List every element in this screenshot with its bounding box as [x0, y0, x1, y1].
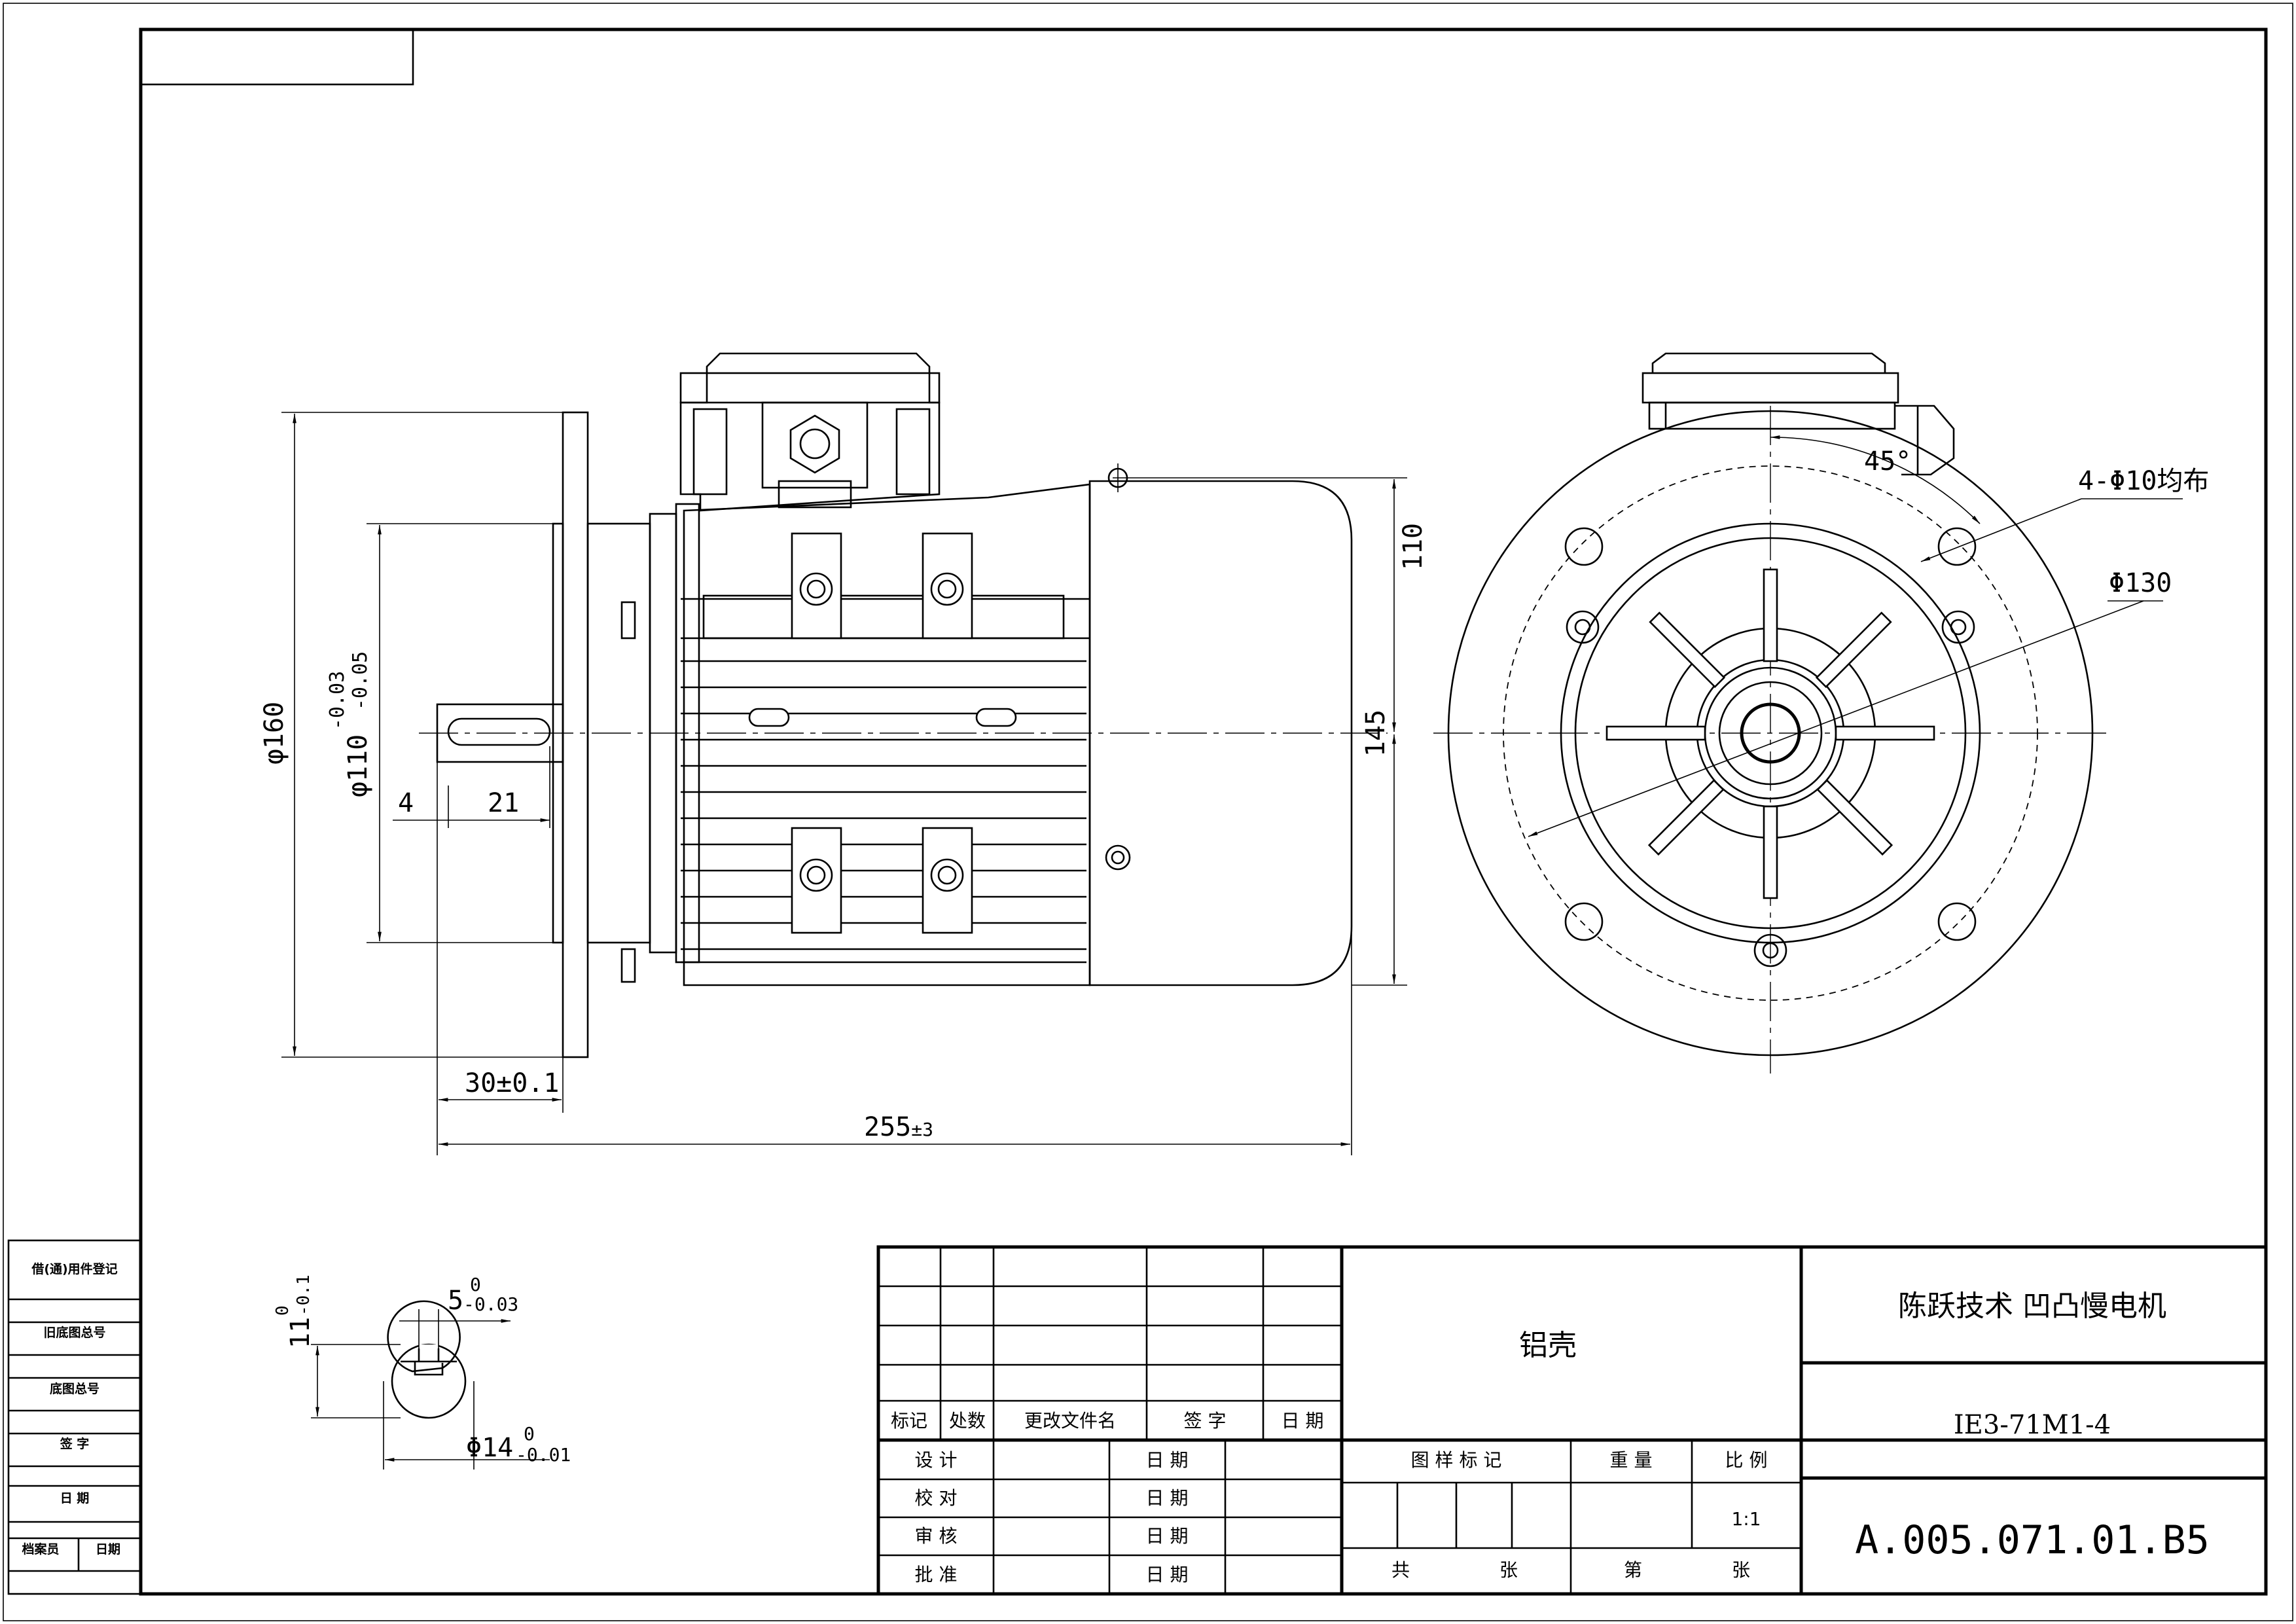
dim-shaft-length: 30±0.1	[465, 1068, 560, 1098]
side-strip-borrow: 借(通)用件登记	[31, 1261, 117, 1276]
dim-shaft-dia: Φ14	[466, 1433, 513, 1463]
weight-label: 重 量	[1610, 1449, 1653, 1471]
dim-key-depth-tol-upper: 0	[273, 1305, 293, 1316]
page-sheet-label: 张	[1732, 1559, 1750, 1581]
row-check-date: 日 期	[1146, 1487, 1189, 1509]
dim-spigot-tol-upper: -0.03	[326, 671, 349, 730]
total-label: 共	[1391, 1559, 1410, 1581]
motor-end-view: 45° 4-Φ10均布 Φ130	[1433, 352, 2209, 1074]
dim-key-width-tol-upper: 0	[470, 1274, 481, 1295]
side-view-dimensions: φ160 φ110 -0.03 -0.05 4 21 30±0.1 255±3 …	[259, 412, 1428, 1155]
company-product: 陈跃技术 凹凸慢电机	[1898, 1290, 2166, 1323]
dim-key-width: 5	[448, 1286, 463, 1316]
row-review-date: 日 期	[1146, 1525, 1189, 1547]
row-design: 设 计	[915, 1449, 958, 1471]
side-strip-base-no: 底图总号	[50, 1381, 99, 1396]
dim-spigot-tol-lower: -0.05	[349, 651, 372, 710]
row-approve: 批 准	[915, 1564, 958, 1585]
row-approve-date: 日 期	[1146, 1564, 1189, 1585]
side-strip-old-base-no: 旧底图总号	[43, 1325, 105, 1340]
end-shield-ribs	[1605, 568, 1935, 899]
model-number: IE3-71M1-4	[1954, 1410, 2111, 1440]
dim-key-depth-tol-lower: -0.1	[294, 1274, 314, 1316]
dim-overall-length-tol: ±3	[911, 1119, 933, 1140]
dim-key-offset: 4	[398, 788, 414, 818]
scale-label: 比 例	[1725, 1449, 1768, 1471]
page-label: 第	[1624, 1559, 1642, 1581]
dim-angle: 45°	[1864, 446, 1911, 477]
dim-overall-length: 255±3	[864, 1112, 933, 1142]
dim-key-length: 21	[488, 788, 519, 818]
rev-header-mark: 标记	[891, 1410, 927, 1432]
shaft-section: 5 0 -0.03 11 0 -0.1 Φ14 0 -0.01	[273, 1274, 571, 1470]
row-design-date: 日 期	[1146, 1449, 1189, 1471]
scale-value: 1:1	[1731, 1508, 1761, 1530]
side-strip-date: 日 期	[60, 1491, 90, 1506]
motor-side-view	[419, 352, 1388, 1058]
side-strip-signature: 签 字	[60, 1436, 90, 1451]
pattern-mark-label: 图 样 标 记	[1411, 1449, 1502, 1471]
title-block: 标记 处数 更改文件名 签 字 日 期 设 计 校 对 审 核 批 准 日 期 …	[876, 1245, 2268, 1596]
side-strip-archive-date: 日期	[96, 1542, 120, 1557]
rev-header-sign: 签 字	[1184, 1410, 1227, 1432]
rev-header-date: 日 期	[1282, 1410, 1324, 1432]
sheets-label: 张	[1499, 1559, 1518, 1581]
dim-pcd: Φ130	[2109, 568, 2172, 598]
dim-key-depth: 11	[285, 1317, 315, 1348]
dim-holes: 4-Φ10均布	[2078, 466, 2209, 496]
rev-header-doc: 更改文件名	[1024, 1410, 1116, 1432]
dim-spigot-dia: φ110	[343, 734, 373, 797]
side-strip: 借(通)用件登记 旧底图总号 底图总号 签 字 日 期 档案员 日期	[7, 1239, 142, 1595]
drawing-number: A.005.071.01.B5	[1855, 1517, 2210, 1563]
cooling-fins	[681, 660, 1086, 964]
dim-flange-dia: φ160	[259, 702, 289, 765]
material: 铝壳	[1519, 1329, 1577, 1362]
rev-header-count: 处数	[949, 1410, 986, 1432]
row-check: 校 对	[915, 1487, 958, 1509]
row-review: 审 核	[915, 1525, 958, 1547]
side-strip-archivist: 档案员	[22, 1542, 59, 1557]
dim-shaft-dia-tol-upper: 0	[524, 1423, 535, 1445]
dim-shaft-height: 110	[1398, 523, 1428, 570]
dim-key-width-tol-lower: -0.03	[463, 1293, 518, 1315]
terminal-box	[679, 352, 941, 512]
dim-overall-length-value: 255	[864, 1112, 911, 1142]
dim-frame-height: 145	[1361, 710, 1391, 757]
dim-shaft-dia-tol-lower: -0.01	[516, 1444, 571, 1466]
